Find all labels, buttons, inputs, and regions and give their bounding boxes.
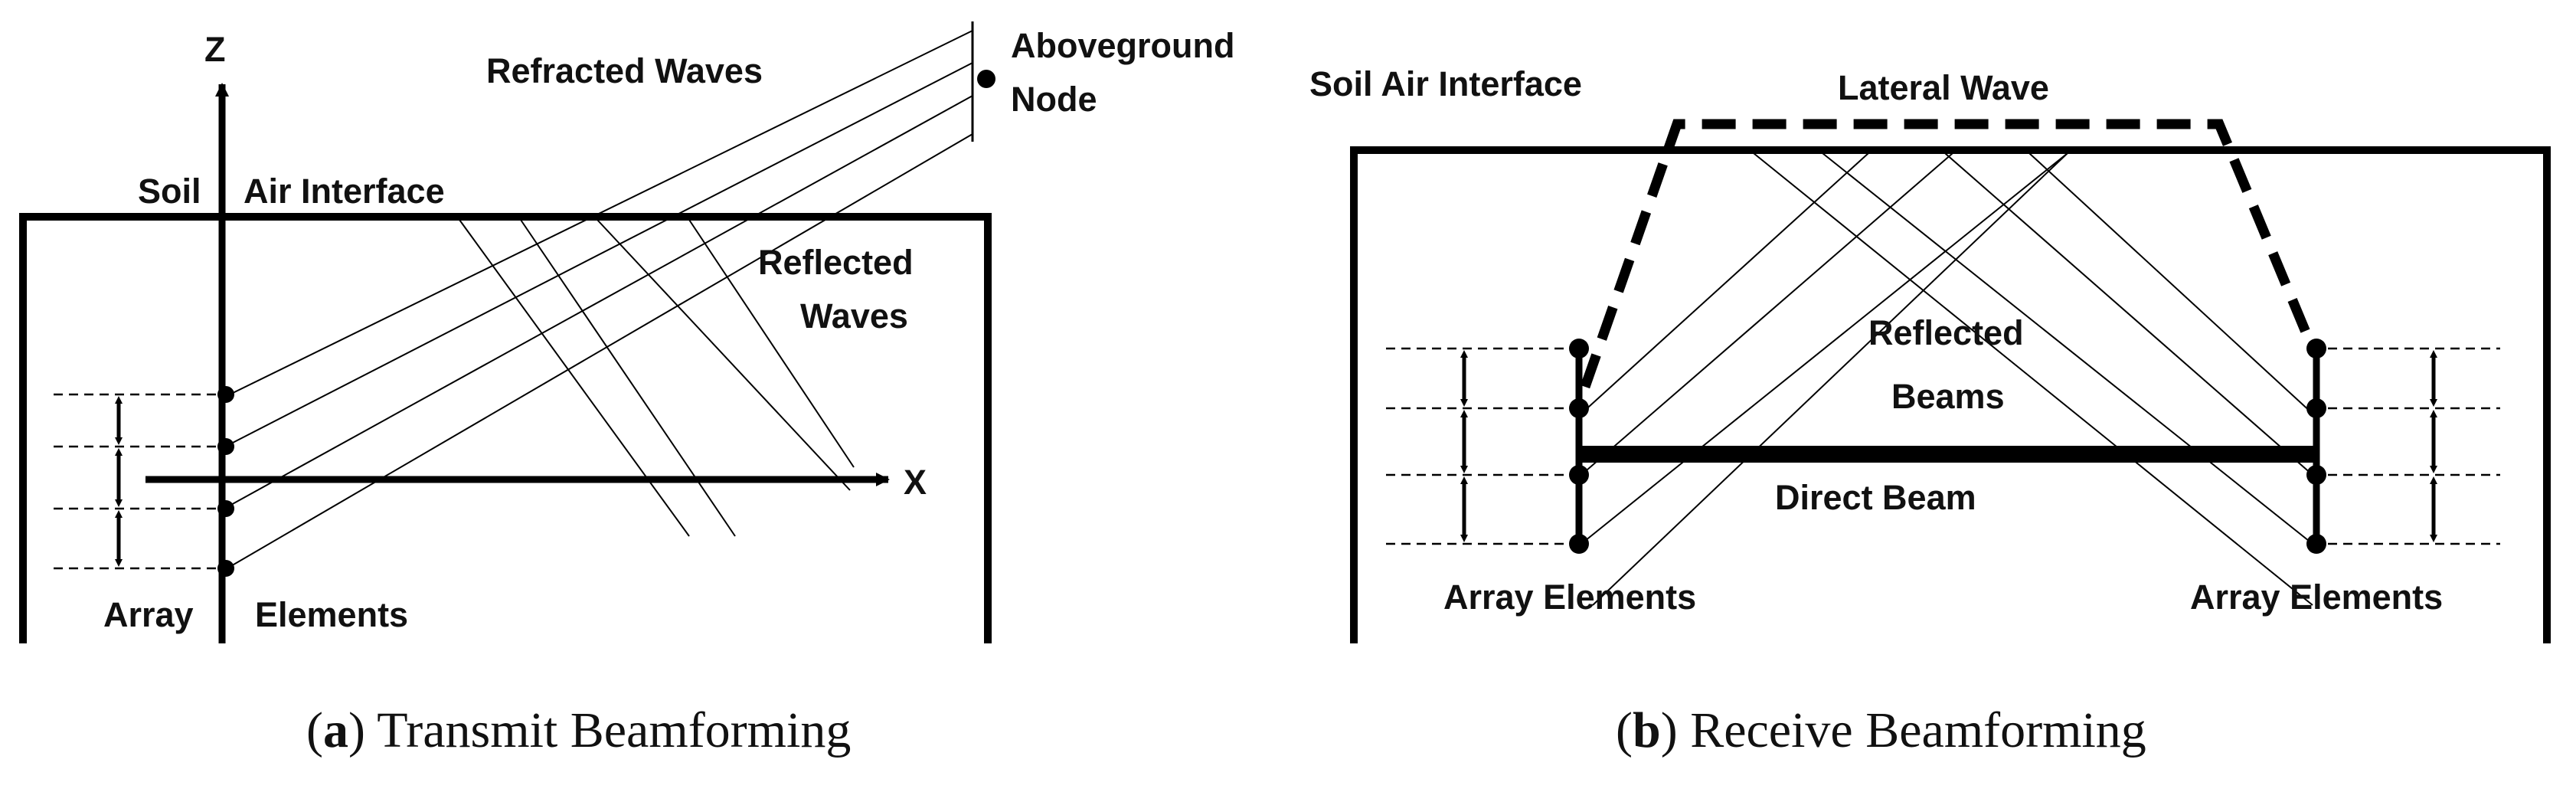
soil-label: Soil <box>138 172 201 211</box>
element-level-dashes-a <box>54 393 218 570</box>
elements-label: Elements <box>255 595 408 634</box>
aboveground-node-dot <box>977 70 995 88</box>
panel-a: Z X Soil Air Interface Refracted Waves A… <box>19 21 1234 758</box>
reflected-waves-label-1: Reflected <box>758 243 914 282</box>
array-label: Array <box>103 595 194 634</box>
reflected-beams-label-2: Beams <box>1891 377 2005 416</box>
refracted-waves <box>229 30 973 568</box>
array-element-nodes-a <box>217 386 234 577</box>
right-array-elements-label: Array Elements <box>2190 578 2443 617</box>
soil-box-b <box>1350 146 2551 643</box>
reflected-beams-label-1: Reflected <box>1868 313 2024 352</box>
caption-b: (b) Receive Beamforming <box>1616 702 2146 758</box>
direct-beam <box>1579 446 2316 463</box>
x-axis-label: X <box>904 463 927 502</box>
reflected-waves <box>459 219 855 537</box>
lateral-wave-path <box>1580 119 2318 389</box>
caption-a: (a) Transmit Beamforming <box>306 702 851 758</box>
left-array-nodes <box>1569 339 1589 554</box>
reflected-beams <box>1581 152 2313 606</box>
soil-air-interface-label: Soil Air Interface <box>1309 64 1582 103</box>
left-array-elements-label: Array Elements <box>1443 578 1696 617</box>
air-interface-label: Air Interface <box>244 172 445 211</box>
right-array-nodes <box>2306 339 2326 554</box>
direct-beam-label: Direct Beam <box>1775 478 1976 517</box>
left-level-dashes <box>1386 347 1570 545</box>
node-label: Node <box>1011 80 1097 119</box>
right-level-dashes <box>2328 347 2500 545</box>
soil-box-a <box>19 213 992 643</box>
z-axis-label: Z <box>204 30 226 69</box>
aboveground-label: Aboveground <box>1011 26 1234 65</box>
panel-b: Soil Air Interface Lateral Wave Reflecte… <box>1309 64 2551 758</box>
lateral-wave-label: Lateral Wave <box>1838 68 2049 107</box>
reflected-waves-label-2: Waves <box>800 296 908 335</box>
refracted-waves-label: Refracted Waves <box>486 51 763 90</box>
